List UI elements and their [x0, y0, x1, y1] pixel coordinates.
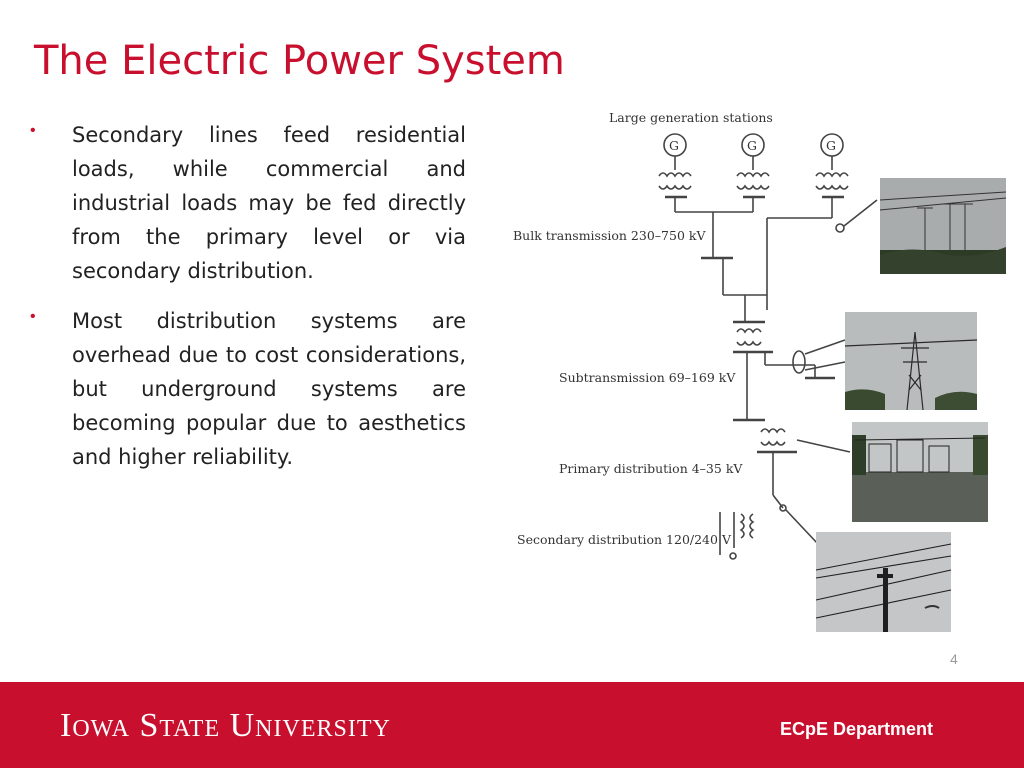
one-line-diagram — [658, 133, 912, 586]
label-primary-distribution: Primary distribution 4–35 kV — [559, 461, 743, 476]
department-label: ECpE Department — [780, 719, 934, 739]
slide-title: The Electric Power System — [34, 38, 565, 84]
transformer-symbol — [736, 328, 762, 334]
transformer-symbol — [815, 172, 849, 178]
label-secondary-distribution: Secondary distribution 120/240 V — [517, 532, 732, 547]
subtransmission-tower-photo — [844, 312, 978, 411]
transformer-symbol — [658, 172, 692, 178]
university-logo: Iowa State University — [60, 707, 391, 744]
bullet-marker: • — [30, 308, 36, 325]
label-subtransmission: Subtransmission 69–169 kV — [559, 370, 736, 385]
transformer-symbol — [736, 172, 770, 178]
bullet-text: Most distribution systems are overhead d… — [72, 309, 466, 469]
bullet-item: • Secondary lines feed residential loads… — [30, 118, 466, 288]
page-number: 4 — [950, 651, 958, 667]
power-system-diagram: Large generation stations Bulk transmiss… — [513, 110, 1007, 632]
transformer-symbol — [760, 428, 786, 434]
label-bulk-transmission: Bulk transmission 230–750 kV — [513, 228, 706, 243]
generator-label: G — [826, 138, 836, 153]
distribution-pole-photo — [815, 532, 952, 632]
footer-bar: Iowa State University ECpE Department — [0, 682, 1024, 768]
label-generation: Large generation stations — [609, 110, 773, 125]
transmission-tower-photo — [879, 178, 1007, 274]
bullet-item: • Most distribution systems are overhead… — [30, 304, 466, 474]
transformer-symbol — [739, 513, 745, 539]
bullet-text: Secondary lines feed residential loads, … — [72, 123, 466, 283]
bullet-marker: • — [30, 122, 36, 139]
generator-label: G — [669, 138, 679, 153]
bullet-list: • Secondary lines feed residential loads… — [30, 118, 466, 490]
substation-photo — [852, 422, 988, 522]
generator-label: G — [747, 138, 757, 153]
